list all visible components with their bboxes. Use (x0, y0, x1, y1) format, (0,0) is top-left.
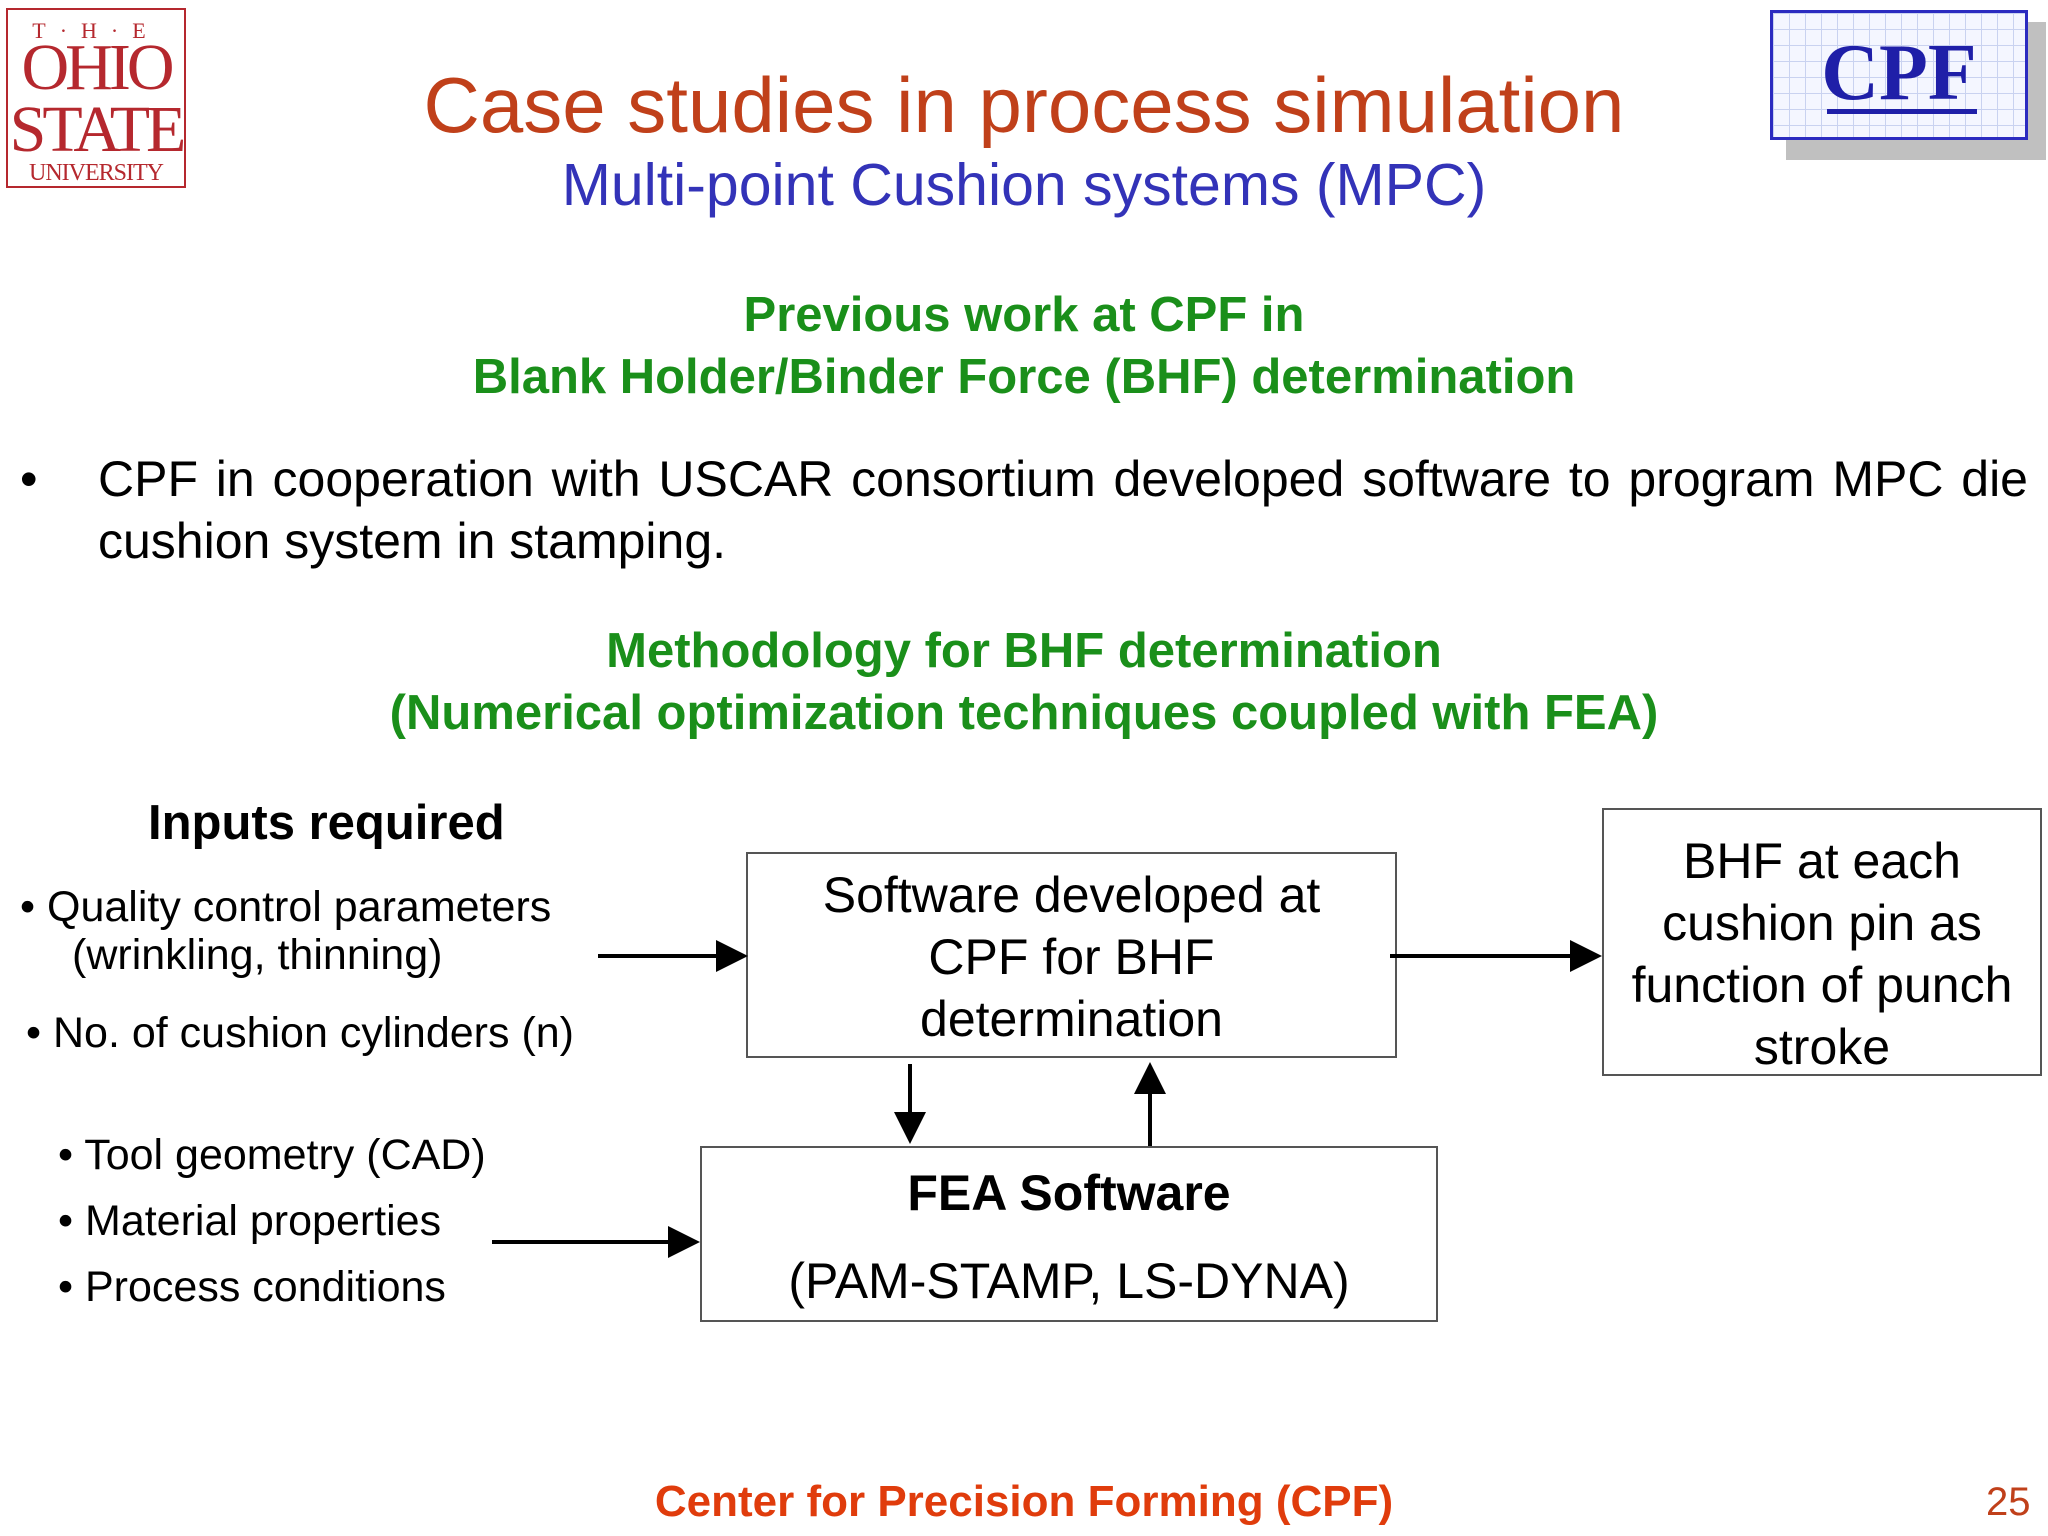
ohio-state-logo: T·H·E OHIO STATE UNIVERSITY (6, 8, 186, 188)
output-box-line-3: function of punch (1631, 957, 2013, 1013)
fea-software-box: FEA Software (PAM-STAMP, LS-DYNA) (700, 1146, 1438, 1322)
software-box-line-1: Software developed at (822, 867, 1321, 923)
cpf-logo-underline (1827, 109, 1977, 114)
inputs-required-title: Inputs required (148, 796, 505, 850)
input-cushion-cylinders: • No. of cushion cylinders (n) (26, 1009, 574, 1057)
input-quality-control-detail: (wrinkling, thinning) (72, 931, 443, 979)
previous-work-heading: Previous work at CPF in Blank Holder/Bin… (0, 284, 2048, 408)
software-box: Software developed at CPF for BHF determ… (746, 852, 1397, 1058)
osu-logo-state: STATE (9, 93, 187, 166)
bullet-marker: • (20, 451, 38, 507)
slide-subtitle: Multi-point Cushion systems (MPC) (561, 152, 1487, 218)
output-box-line-4: stroke (1753, 1019, 1891, 1075)
cpf-logo: CPF (1770, 10, 2028, 140)
methodology-heading: Methodology for BHF determination (Numer… (0, 620, 2048, 744)
input-tool-geometry: • Tool geometry (CAD) (58, 1131, 486, 1179)
output-box-line-1: BHF at each (1683, 833, 1961, 889)
osu-logo-university: UNIVERSITY (29, 160, 164, 186)
osu-logo-ohio: OHIO (21, 31, 175, 104)
fea-box-title: FEA Software (907, 1165, 1231, 1221)
cpf-logo-text: CPF (1821, 29, 1977, 117)
previous-work-heading-line-1: Previous work at CPF in (743, 288, 1305, 342)
methodology-heading-line-1: Methodology for BHF determination (606, 624, 1442, 678)
methodology-heading-line-2: (Numerical optimization techniques coupl… (389, 686, 1659, 740)
input-process-conditions: • Process conditions (58, 1263, 446, 1311)
software-box-line-3: determination (920, 991, 1223, 1047)
output-box: BHF at each cushion pin as function of p… (1602, 808, 2042, 1076)
page-number: 25 (1986, 1480, 2031, 1524)
output-box-line-2: cushion pin as (1662, 895, 1982, 951)
footer-text: Center for Precision Forming (CPF) (654, 1477, 1394, 1526)
previous-work-heading-line-2: Blank Holder/Binder Force (BHF) determin… (472, 350, 1576, 404)
slide-title: Case studies in process simulation (423, 61, 1625, 149)
software-box-line-2: CPF for BHF (928, 929, 1215, 985)
osu-logo-the: T·H·E (32, 18, 160, 43)
fea-box-subtitle: (PAM-STAMP, LS-DYNA) (788, 1253, 1350, 1309)
bullet-text: CPF in cooperation with USCAR consortium… (98, 451, 2028, 569)
input-quality-control: • Quality control parameters (20, 883, 552, 931)
input-material-properties: • Material properties (58, 1197, 442, 1245)
